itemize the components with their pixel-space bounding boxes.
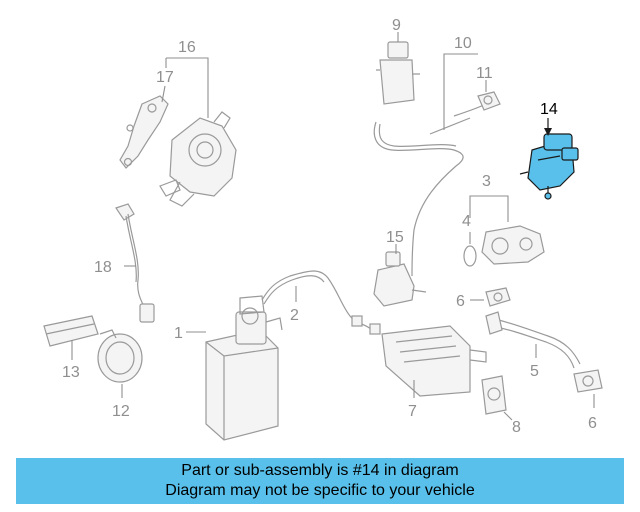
leader-17 [161,85,166,103]
callout-8: 8 [512,419,521,436]
part-14-highlighted-valve [519,133,579,200]
part-6-gasket-upper [485,287,511,307]
callout-16: 16 [178,39,196,56]
info-banner: Part or sub-assembly is #14 in diagram D… [16,458,624,504]
leader-16 [166,57,209,118]
arrow-14 [544,128,552,136]
part-16-assembly [159,111,237,207]
callout-11: 11 [476,65,493,82]
callout-2: 2 [290,307,299,324]
leader-10 [443,53,478,130]
part-10-vacuum-lines [373,103,487,277]
callout-14: 14 [540,101,558,118]
callout-9: 9 [392,17,401,34]
part-1-canister [205,295,283,441]
banner-line-2: Diagram may not be specific to your vehi… [165,482,475,499]
part-7-egr-cooler [381,325,487,397]
part-4-gasket [463,245,477,267]
leader-3 [469,195,509,222]
callout-6-lower: 6 [588,415,597,432]
part-9-valve [376,41,420,105]
callout-15: 15 [386,229,404,246]
part-18-oxygen-sensor [115,203,155,323]
callout-17: 17 [156,69,174,86]
part-6-gasket-lower [573,369,603,393]
part-5-egr-pipe [485,311,581,369]
part-8-gasket [481,375,507,415]
part-3-egr-valve [481,225,545,265]
callout-5: 5 [530,363,539,380]
callout-6-upper: 6 [456,293,465,310]
parts-diagram: 16 17 18 13 12 1 2 [43,17,603,441]
part-12-cap [97,329,143,383]
part-15-solenoid [373,251,427,307]
callout-7: 7 [408,403,417,420]
callout-12: 12 [112,403,130,420]
part-17-bracket [119,95,169,169]
leader-8 [503,411,513,421]
callout-4: 4 [462,213,471,230]
banner-line-1: Part or sub-assembly is #14 in diagram [181,462,459,479]
callout-1: 1 [174,325,183,342]
part-2-hose [261,270,381,335]
callout-18: 18 [94,259,112,276]
callout-3: 3 [482,173,491,190]
part-13-shield [43,315,99,347]
part-11-fitting [477,91,501,111]
callout-13: 13 [62,364,80,381]
callout-10: 10 [454,35,472,52]
